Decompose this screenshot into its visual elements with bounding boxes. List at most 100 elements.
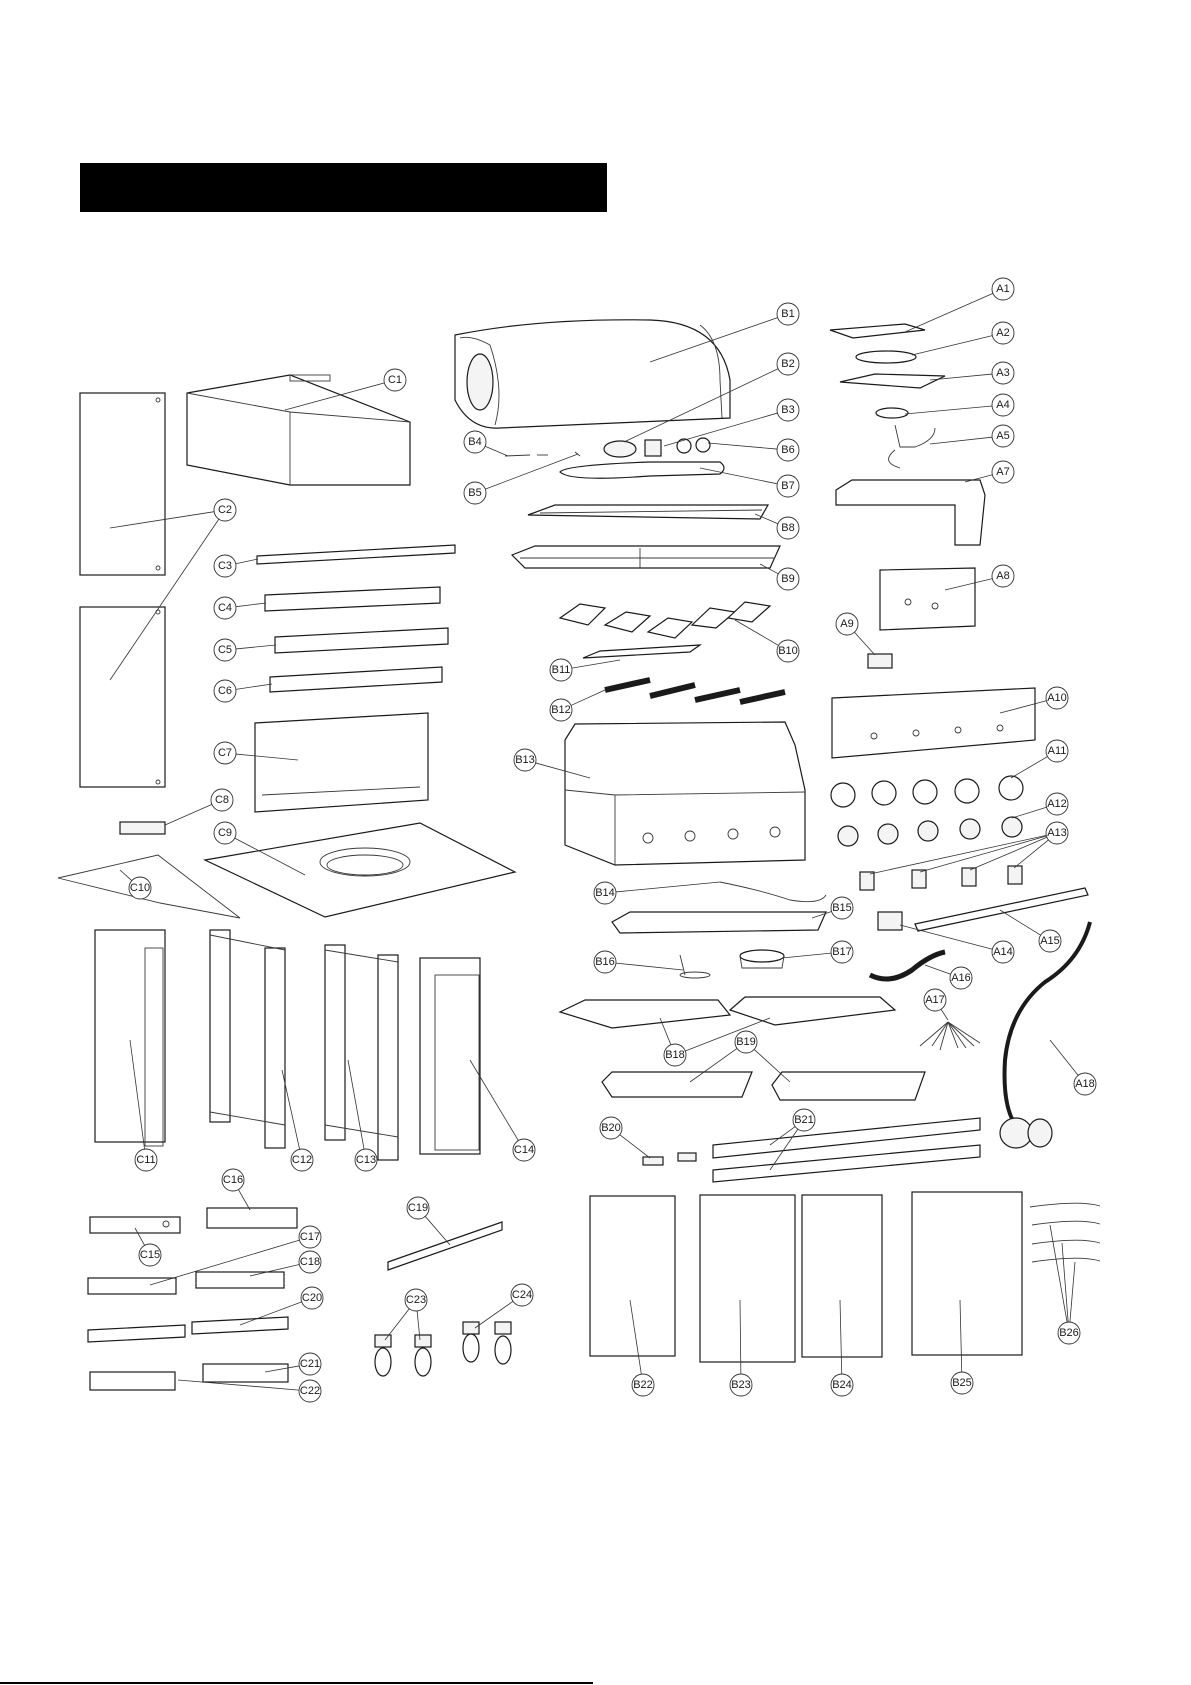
callout-label-b23: B23 [731, 1379, 751, 1391]
footer-rule [0, 1682, 593, 1684]
callout-c7: C7 [214, 742, 236, 764]
callout-b7: B7 [777, 475, 799, 497]
part-b17-grease-cup [740, 950, 784, 968]
leader-a1 [905, 293, 993, 332]
callout-label-b25: B25 [952, 1377, 972, 1389]
callout-c15: C15 [139, 1244, 161, 1266]
leader-c4 [236, 603, 266, 607]
callout-a9: A9 [836, 613, 858, 635]
callout-a16: A16 [950, 967, 972, 989]
part-c24-casters [463, 1322, 511, 1364]
callout-c11: C11 [135, 1149, 157, 1171]
part-b14-ignitor-wire [720, 882, 826, 902]
callout-label-c7: C7 [218, 747, 232, 759]
callout-label-a16: A16 [951, 972, 971, 984]
part-c1-side-burner-box [187, 375, 410, 485]
leader-a9 [854, 632, 875, 655]
callout-b9: B9 [777, 568, 799, 590]
part-c20-rail [88, 1317, 288, 1342]
leader-b4 [485, 446, 508, 456]
callout-c3: C3 [214, 555, 236, 577]
callout-label-c3: C3 [218, 560, 232, 572]
callout-label-c10: C10 [130, 882, 150, 894]
part-b1-hood [455, 320, 730, 428]
part-a5-side-burner-valve [889, 425, 935, 468]
leader-a16 [925, 965, 951, 974]
callout-c10: C10 [129, 877, 151, 899]
part-b13-firebox [565, 722, 805, 865]
callout-c1: C1 [384, 369, 406, 391]
callout-label-b11: B11 [552, 664, 571, 676]
callout-label-a3: A3 [996, 367, 1009, 379]
leader-c8 [165, 804, 212, 825]
callout-label-c17: C17 [300, 1231, 320, 1243]
callout-label-a1: A1 [996, 283, 1009, 295]
callout-b10: B10 [777, 640, 799, 662]
leader-b26-3 [1070, 1262, 1075, 1322]
callout-a14: A14 [992, 941, 1014, 963]
callout-label-b16: B16 [595, 956, 615, 968]
callout-label-b18: B18 [665, 1049, 685, 1061]
callout-label-a12: A12 [1047, 798, 1067, 810]
part-b23-panel [700, 1195, 795, 1362]
callout-b21: B21 [793, 1109, 815, 1131]
callout-label-a9: A9 [840, 618, 853, 630]
callout-label-c6: C6 [218, 685, 232, 697]
callout-a15: A15 [1039, 930, 1061, 952]
part-b7-handle [560, 462, 724, 478]
part-b12-burners [605, 680, 785, 702]
callout-a5: A5 [992, 425, 1014, 447]
part-a3-side-burner-tray [840, 374, 945, 388]
part-a17-screws [920, 1022, 980, 1050]
callout-a10: A10 [1046, 687, 1068, 709]
part-a13-gas-valves [860, 866, 1022, 890]
part-c7-back-panel [255, 713, 428, 812]
callout-label-a17: A17 [925, 994, 945, 1006]
part-c21-c22-rails [90, 1364, 288, 1390]
callout-a18: A18 [1074, 1073, 1096, 1095]
part-c23-casters [375, 1335, 431, 1376]
callout-label-c12: C12 [292, 1154, 312, 1166]
callout-b15: B15 [831, 897, 853, 919]
callout-b6: B6 [777, 439, 799, 461]
callout-b17: B17 [831, 941, 853, 963]
callout-b14: B14 [594, 882, 616, 904]
part-b10-flame-tamers [560, 602, 770, 638]
leader-c6 [236, 684, 272, 689]
callout-c2: C2 [214, 499, 236, 521]
callout-a1: A1 [992, 278, 1014, 300]
callout-a17: A17 [924, 989, 946, 1011]
part-b15-grease-tray [612, 912, 826, 933]
callout-label-b9: B9 [781, 573, 794, 585]
callout-a4: A4 [992, 394, 1014, 416]
part-a11-knob-bezels [831, 776, 1023, 807]
part-b21-rails [713, 1118, 980, 1182]
leader-b19-2 [754, 1049, 790, 1082]
leader-a17 [941, 1009, 948, 1020]
callout-label-c16: C16 [223, 1174, 243, 1186]
callout-c16: C16 [222, 1169, 244, 1191]
part-c19-bar [388, 1222, 502, 1270]
callout-c8: C8 [211, 789, 233, 811]
leader-b12 [571, 690, 605, 705]
part-a7-side-burner-frame [836, 480, 985, 545]
callout-label-c4: C4 [218, 602, 232, 614]
callout-label-b14: B14 [595, 887, 615, 899]
part-c2-side-panels [80, 393, 165, 787]
callout-label-b17: B17 [832, 946, 852, 958]
callout-b25: B25 [951, 1372, 973, 1394]
leader-c13 [348, 1060, 364, 1149]
part-a14-side-valve [878, 912, 902, 930]
callout-label-a7: A7 [996, 466, 1009, 478]
callout-b18: B18 [664, 1044, 686, 1066]
callout-label-b5: B5 [468, 487, 481, 499]
callout-b23: B23 [730, 1374, 752, 1396]
callout-c19: C19 [407, 1197, 429, 1219]
part-c15-rail [90, 1217, 180, 1233]
callout-label-a4: A4 [996, 399, 1009, 411]
callout-label-c8: C8 [215, 794, 229, 806]
callout-label-c1: C1 [388, 374, 402, 386]
part-b18-side-shelves [560, 997, 895, 1028]
callout-label-a18: A18 [1075, 1078, 1095, 1090]
callout-label-c15: C15 [140, 1249, 160, 1261]
